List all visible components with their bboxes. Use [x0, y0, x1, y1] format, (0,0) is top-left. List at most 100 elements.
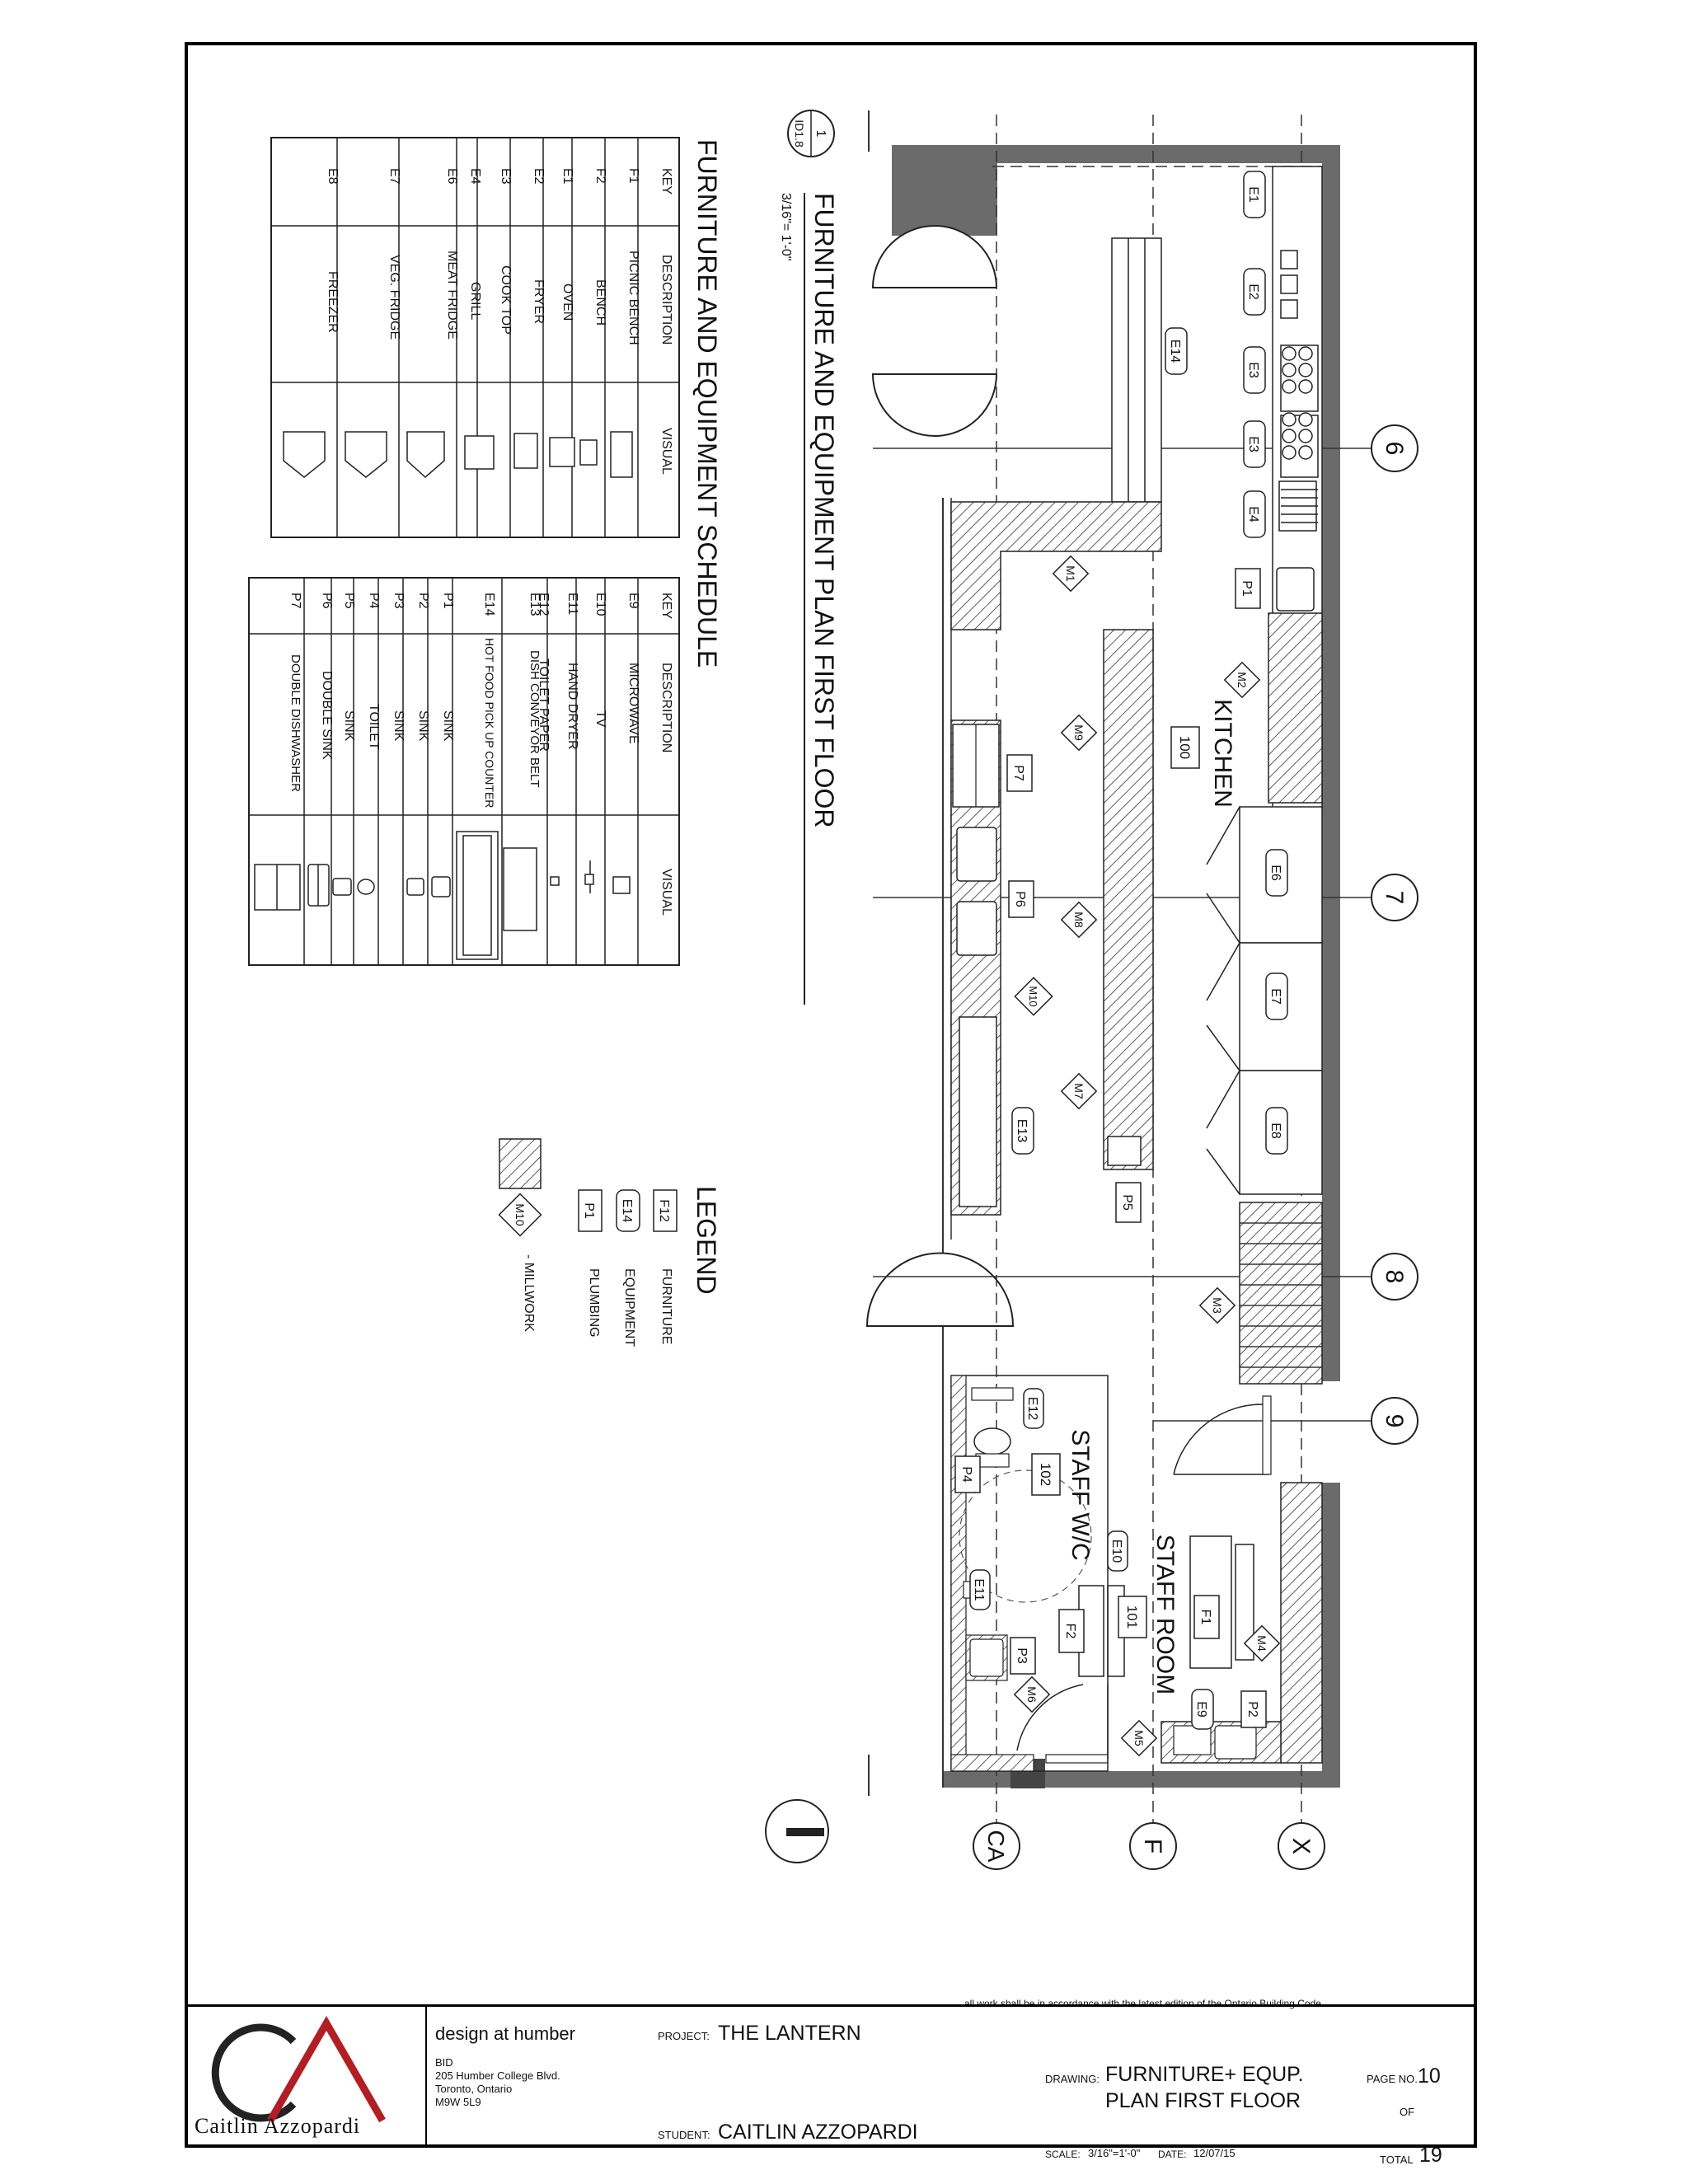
svg-text:P4: P4: [367, 593, 381, 609]
svg-text:M6: M6: [1025, 1686, 1039, 1703]
svg-text:OVEN: OVEN: [560, 284, 574, 321]
svg-text:X: X: [1287, 1838, 1315, 1854]
svg-text:SINK: SINK: [342, 710, 356, 742]
svg-text:P7: P7: [288, 593, 302, 609]
svg-text:PICNIC BENCH: PICNIC BENCH: [626, 251, 640, 345]
svg-text:VISUAL: VISUAL: [659, 428, 673, 475]
svg-text:P2: P2: [416, 593, 430, 609]
svg-text:TV: TV: [593, 710, 607, 728]
svg-text:DISH CONVEYOR BELT: DISH CONVEYOR BELT: [528, 650, 542, 787]
svg-text:100: 100: [1177, 736, 1193, 759]
svg-text:M1: M1: [1064, 565, 1077, 582]
svg-text:FRYER: FRYER: [532, 279, 546, 324]
svg-text:E6: E6: [445, 168, 459, 185]
svg-text:E1: E1: [1246, 186, 1260, 203]
logo-cell: Caitlin Azzopardi: [188, 2007, 427, 2144]
svg-text:BENCH: BENCH: [593, 279, 607, 326]
svg-text:HOT FOOD PICK UP COUNTER: HOT FOOD PICK UP COUNTER: [483, 638, 496, 808]
svg-text:E2: E2: [1246, 284, 1260, 300]
svg-text:TOILET: TOILET: [367, 704, 381, 750]
svg-text:P3: P3: [1015, 1647, 1029, 1664]
svg-text:VEG. FRIDGE: VEG. FRIDGE: [387, 255, 401, 340]
school-name: design at humber: [435, 2023, 575, 2044]
svg-text:P1: P1: [582, 1202, 596, 1219]
svg-text:3/16"= 1'-0": 3/16"= 1'-0": [779, 193, 793, 260]
svg-text:E3: E3: [1246, 436, 1260, 452]
schedule-table-1: KEY DESCRIPTION VISUAL F1 PICNIC BENCH F…: [270, 137, 680, 538]
svg-text:COOK TOP: COOK TOP: [499, 265, 513, 335]
title-block: Caitlin Azzopardi design at humber BID 2…: [188, 2004, 1474, 2167]
svg-text:F2: F2: [1063, 1624, 1077, 1639]
svg-text:ID1.8: ID1.8: [793, 120, 806, 148]
svg-text:P5: P5: [342, 593, 356, 609]
svg-text:P2: P2: [1245, 1701, 1259, 1718]
drawing-sheet: E1 E2 E3 E3 E4 E6 E7 E8 E9 E10 E11 E12 E…: [185, 42, 1477, 2148]
logo-icon: [211, 2015, 386, 2123]
floor-plan-drawing: E1 E2 E3 E3 E4 E6 E7 E8 E9 E10 E11 E12 E…: [248, 110, 1418, 1870]
project-name: THE LANTERN: [718, 2022, 861, 2045]
date-value: 12/07/15: [1193, 2147, 1236, 2159]
svg-text:DESCRIPTION: DESCRIPTION: [659, 255, 673, 344]
svg-text:PLUMBING: PLUMBING: [587, 1268, 601, 1338]
svg-text:E1: E1: [560, 168, 574, 185]
svg-text:M2: M2: [1236, 672, 1249, 688]
svg-text:E6: E6: [1268, 865, 1282, 881]
wall-corner: [892, 145, 997, 236]
svg-text:M7: M7: [1072, 1083, 1085, 1099]
svg-text:TOILET PAPER: TOILET PAPER: [537, 658, 551, 752]
svg-text:LEGEND: LEGEND: [692, 1186, 721, 1295]
svg-text:E11: E11: [972, 1578, 986, 1601]
svg-text:P6: P6: [320, 593, 334, 609]
svg-text:E7: E7: [387, 168, 401, 185]
schedule-table-2: KEY DESCRIPTION VISUAL E9 MICROWAVE E10 …: [248, 577, 680, 966]
plan-title: 1 ID1.8 FURNITURE AND EQUIPMENT PLAN FIR…: [779, 110, 839, 1005]
north-arrow: [765, 1799, 829, 1863]
svg-text:M8: M8: [1072, 912, 1085, 928]
svg-text:SINK: SINK: [392, 710, 406, 742]
svg-text:HAND DRYER: HAND DRYER: [565, 663, 579, 750]
svg-text:E12: E12: [537, 593, 551, 616]
svg-text:E8: E8: [326, 168, 340, 185]
svg-text:P3: P3: [392, 593, 406, 609]
svg-text:P7: P7: [1011, 765, 1025, 781]
svg-text:E8: E8: [1268, 1122, 1282, 1139]
svg-text:101: 101: [1124, 1605, 1140, 1629]
plan-tags: E1 E2 E3 E3 E4 E6 E7 E8 E9 E10 E11 E12 E…: [954, 171, 1288, 1757]
svg-text:CA: CA: [983, 1830, 1009, 1863]
floor-plan: [865, 110, 1372, 1849]
svg-text:P4: P4: [959, 1466, 973, 1483]
svg-text:DESCRIPTION: DESCRIPTION: [659, 663, 673, 752]
wall-bottom: [943, 1771, 1340, 1788]
svg-text:STAFF W/C: STAFF W/C: [1067, 1429, 1094, 1560]
svg-text:E13: E13: [528, 593, 542, 616]
school-cell: design at humber BID 205 Humber College …: [435, 2023, 575, 2108]
svg-text:E7: E7: [1268, 988, 1282, 1005]
svg-text:E14: E14: [1168, 340, 1182, 363]
svg-text:E12: E12: [1025, 1397, 1039, 1421]
svg-text:E9: E9: [1194, 1701, 1208, 1718]
svg-text:FREEZER: FREEZER: [326, 271, 340, 333]
svg-text:P1: P1: [1240, 580, 1254, 597]
page-number: 10: [1418, 2064, 1441, 2088]
svg-text:KEY: KEY: [659, 593, 673, 619]
svg-text:E10: E10: [593, 593, 607, 616]
legend: LEGEND F12 FURNITURE E14 EQUIPMENT P1 PL…: [498, 1138, 721, 1347]
svg-text:FURNITURE: FURNITURE: [659, 1268, 673, 1344]
grid-bubbles: 6 7 8 9 X F CA: [973, 424, 1418, 1870]
svg-text:DOUBLE SINK: DOUBLE SINK: [320, 671, 334, 760]
svg-text:M10: M10: [513, 1203, 527, 1226]
svg-text:E14: E14: [620, 1199, 634, 1223]
svg-text:F1: F1: [1198, 1610, 1212, 1625]
svg-text:E10: E10: [1109, 1540, 1123, 1563]
svg-text:VISUAL: VISUAL: [659, 869, 673, 916]
svg-text:E4: E4: [1246, 506, 1260, 523]
svg-text:E3: E3: [499, 168, 513, 185]
svg-text:MEAT FRIDGE: MEAT FRIDGE: [445, 251, 459, 340]
svg-text:KEY: KEY: [659, 168, 673, 194]
wall-right: [1322, 145, 1340, 1381]
svg-text:SINK: SINK: [416, 710, 430, 742]
wall-top: [893, 145, 1339, 163]
svg-text:P6: P6: [1013, 891, 1027, 907]
svg-text:KITCHEN: KITCHEN: [1209, 699, 1236, 808]
svg-text:7: 7: [1381, 891, 1408, 905]
